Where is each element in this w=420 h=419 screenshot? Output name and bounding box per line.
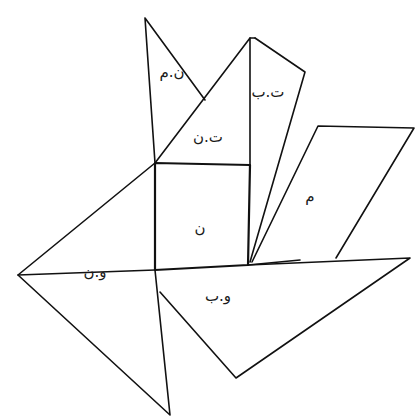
region-label: و.ن <box>83 265 106 280</box>
region-label: و.ب <box>205 289 231 304</box>
region-label: ن <box>194 221 205 236</box>
region-label: ت.ب <box>251 85 284 100</box>
region-label: م <box>305 189 314 204</box>
region-label: ت.ن <box>193 130 223 145</box>
region-label: ن.م <box>159 65 184 80</box>
